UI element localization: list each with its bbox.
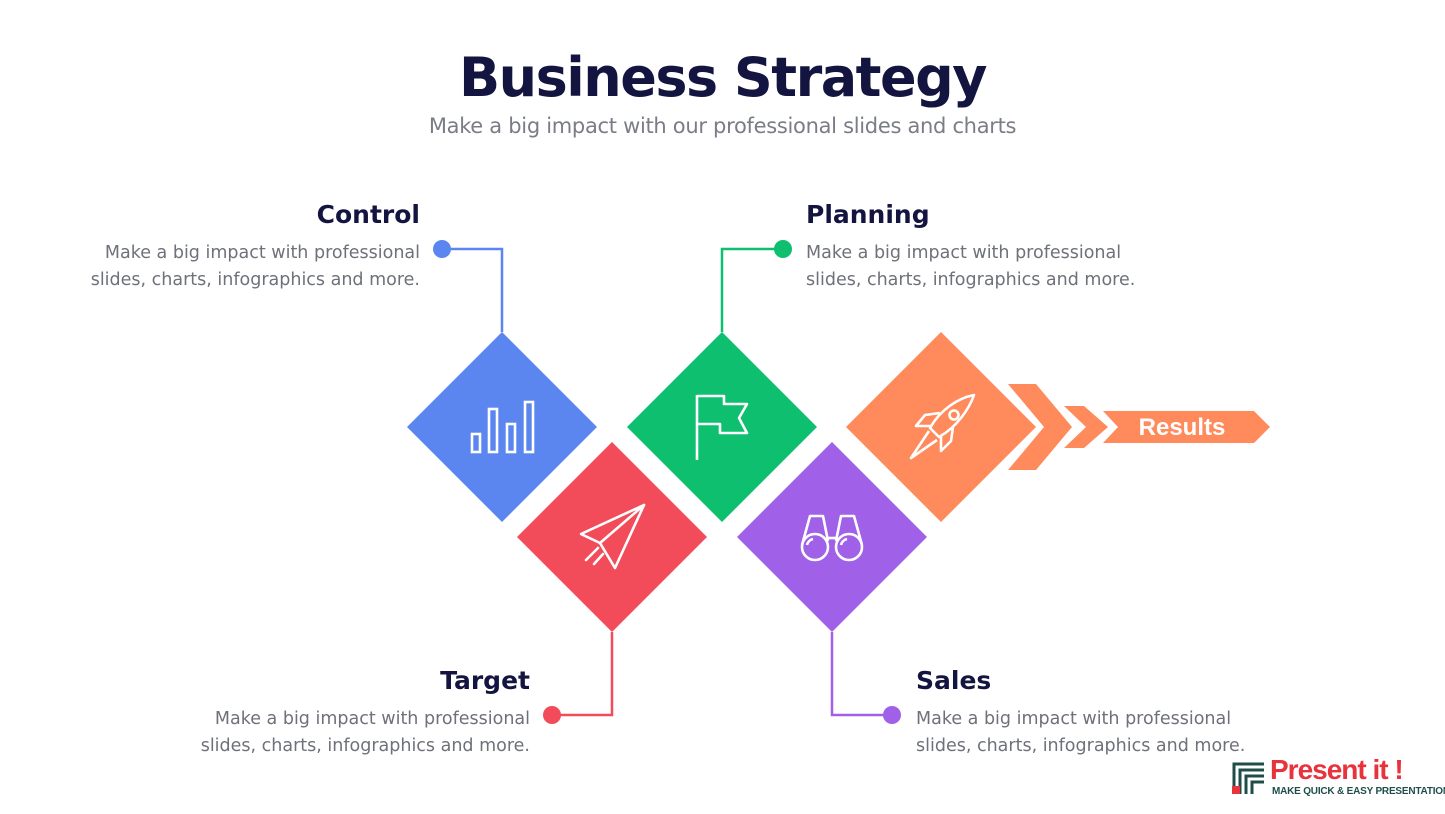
step-description-line: slides, charts, infographics and more. — [806, 270, 1136, 290]
binoculars-icon — [800, 514, 864, 562]
rocket-icon — [909, 393, 976, 460]
planning-diamond — [627, 332, 817, 522]
control-diamond — [407, 332, 597, 522]
step-heading: Planning — [806, 200, 930, 229]
step-planning: Planning Make a big impact with professi… — [806, 200, 1286, 294]
step-control: Control Make a big impact with professio… — [0, 200, 420, 294]
planning-connector — [720, 247, 783, 332]
target-dot — [543, 706, 561, 724]
step-sales: Sales Make a big impact with professiona… — [916, 666, 1396, 760]
step-heading: Sales — [916, 666, 992, 695]
step-description-line: Make a big impact with professional — [214, 709, 530, 729]
step-description-line: slides, charts, infographics and more. — [90, 270, 420, 290]
logo-mark-icon — [1232, 762, 1264, 794]
planning-dot — [774, 240, 792, 258]
sales-connector — [830, 632, 892, 717]
results-chevron-2 — [1064, 406, 1108, 448]
step-description-line: slides, charts, infographics and more. — [916, 736, 1246, 756]
control-connector — [442, 247, 504, 332]
page-subtitle: Make a big impact with our professional … — [428, 114, 1017, 138]
results-label: Results — [1139, 414, 1226, 441]
results-diamond — [846, 332, 1036, 522]
step-description-line: Make a big impact with professional — [916, 709, 1232, 729]
bar-chart-icon — [470, 400, 535, 454]
step-description: Make a big impact with professional slid… — [806, 240, 1286, 294]
sales-dot — [883, 706, 901, 724]
results-chevron-1 — [1008, 384, 1072, 470]
logo-tagline: MAKE QUICK & EASY PRESENTATIONS — [1272, 786, 1445, 797]
logo-title: Present it ! — [1270, 754, 1404, 785]
control-dot — [433, 240, 451, 258]
target-diamond — [517, 442, 707, 632]
paper-plane-icon — [579, 503, 646, 570]
step-description: Make a big impact with professional slid… — [0, 240, 420, 294]
step-description-line: Make a big impact with professional — [104, 243, 420, 263]
step-heading: Target — [440, 666, 530, 695]
flag-icon — [695, 394, 749, 460]
step-description: Make a big impact with professional slid… — [50, 706, 530, 760]
brand-logo: Present it ! MAKE QUICK & EASY PRESENTAT… — [1232, 754, 1445, 802]
page-title: Business Strategy — [459, 46, 987, 109]
step-description-line: slides, charts, infographics and more. — [200, 736, 530, 756]
step-heading: Control — [316, 200, 420, 229]
step-target: Target Make a big impact with profession… — [50, 666, 530, 760]
target-connector — [552, 632, 614, 717]
step-description-line: Make a big impact with professional — [806, 243, 1122, 263]
step-description: Make a big impact with professional slid… — [916, 706, 1396, 760]
results-arrow — [1103, 411, 1270, 443]
